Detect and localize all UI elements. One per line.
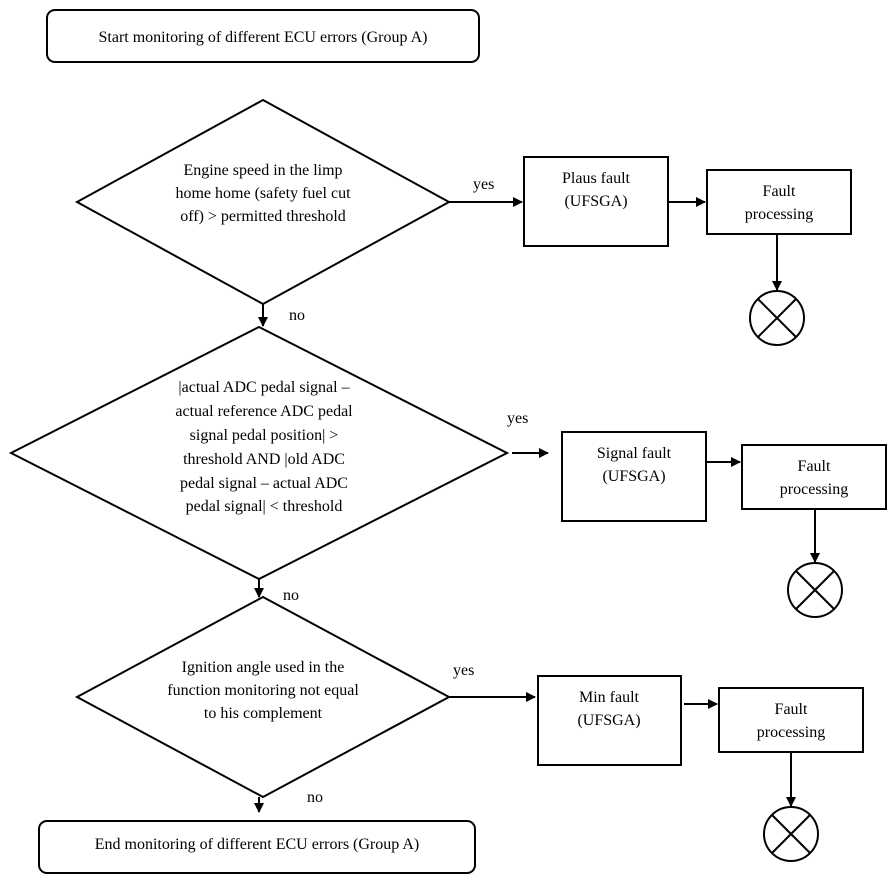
decision-pedal-signal: |actual ADC pedal signal – actual refere… — [8, 325, 510, 581]
fault-processing-line: processing — [745, 206, 813, 223]
decision-engine-speed-line: home home (safety fuel cut — [175, 185, 351, 202]
signal-fault-line: Signal fault — [597, 445, 672, 462]
plaus-fault-line: (UFSGA) — [564, 193, 627, 210]
stop-symbol-icon — [787, 562, 843, 618]
decision-ignition-angle: Ignition angle used in the function moni… — [74, 595, 452, 799]
decision-ignition-angle-line: function monitoring not equal — [167, 682, 359, 699]
decision-engine-speed-line: Engine speed in the limp — [183, 162, 342, 179]
decision-ignition-angle-line: to his complement — [204, 705, 323, 722]
min-fault-line: Min fault — [579, 689, 640, 706]
decision-pedal-signal-line: actual reference ADC pedal — [175, 403, 353, 420]
min-fault-line: (UFSGA) — [577, 712, 640, 729]
end-terminal: End monitoring of different ECU errors (… — [38, 820, 476, 874]
fault-processing-box-3: Fault processing — [718, 687, 864, 753]
fault-processing-line: Fault — [775, 701, 808, 718]
stop-symbol-icon — [763, 806, 819, 862]
decision-pedal-signal-line: signal pedal position| > — [190, 427, 339, 444]
fault-processing-line: Fault — [798, 458, 831, 475]
start-terminal: Start monitoring of different ECU errors… — [46, 9, 480, 63]
fault-processing-line: processing — [757, 724, 825, 741]
yes-label-d2: yes — [507, 410, 528, 427]
decision-engine-speed: Engine speed in the limp home home (safe… — [74, 98, 452, 306]
decision-pedal-signal-line: pedal signal – actual ADC — [180, 475, 348, 492]
plaus-fault-line: Plaus fault — [562, 170, 631, 187]
fault-processing-box-2: Fault processing — [741, 444, 887, 510]
fault-processing-box-1: Fault processing — [706, 169, 852, 235]
no-label-d2: no — [283, 587, 299, 604]
plaus-fault-box: Plaus fault (UFSGA) — [523, 156, 669, 247]
signal-fault-box: Signal fault (UFSGA) — [561, 431, 707, 522]
no-label-d3: no — [307, 789, 323, 806]
min-fault-box: Min fault (UFSGA) — [537, 675, 682, 766]
decision-ignition-angle-line: Ignition angle used in the — [182, 659, 345, 676]
fault-processing-line: Fault — [763, 183, 796, 200]
decision-pedal-signal-line: |actual ADC pedal signal – — [178, 379, 350, 396]
start-label: Start monitoring of different ECU errors… — [99, 29, 428, 46]
end-label: End monitoring of different ECU errors (… — [95, 836, 420, 853]
yes-label-d3: yes — [453, 662, 474, 679]
stop-symbol-icon — [749, 290, 805, 346]
no-label-d1: no — [289, 307, 305, 324]
decision-engine-speed-line: off) > permitted threshold — [180, 208, 346, 225]
signal-fault-line: (UFSGA) — [602, 468, 665, 485]
fault-processing-line: processing — [780, 481, 848, 498]
decision-pedal-signal-line: threshold AND |old ADC — [183, 451, 345, 468]
decision-pedal-signal-line: pedal signal| < threshold — [186, 498, 343, 515]
yes-label-d1: yes — [473, 176, 494, 193]
